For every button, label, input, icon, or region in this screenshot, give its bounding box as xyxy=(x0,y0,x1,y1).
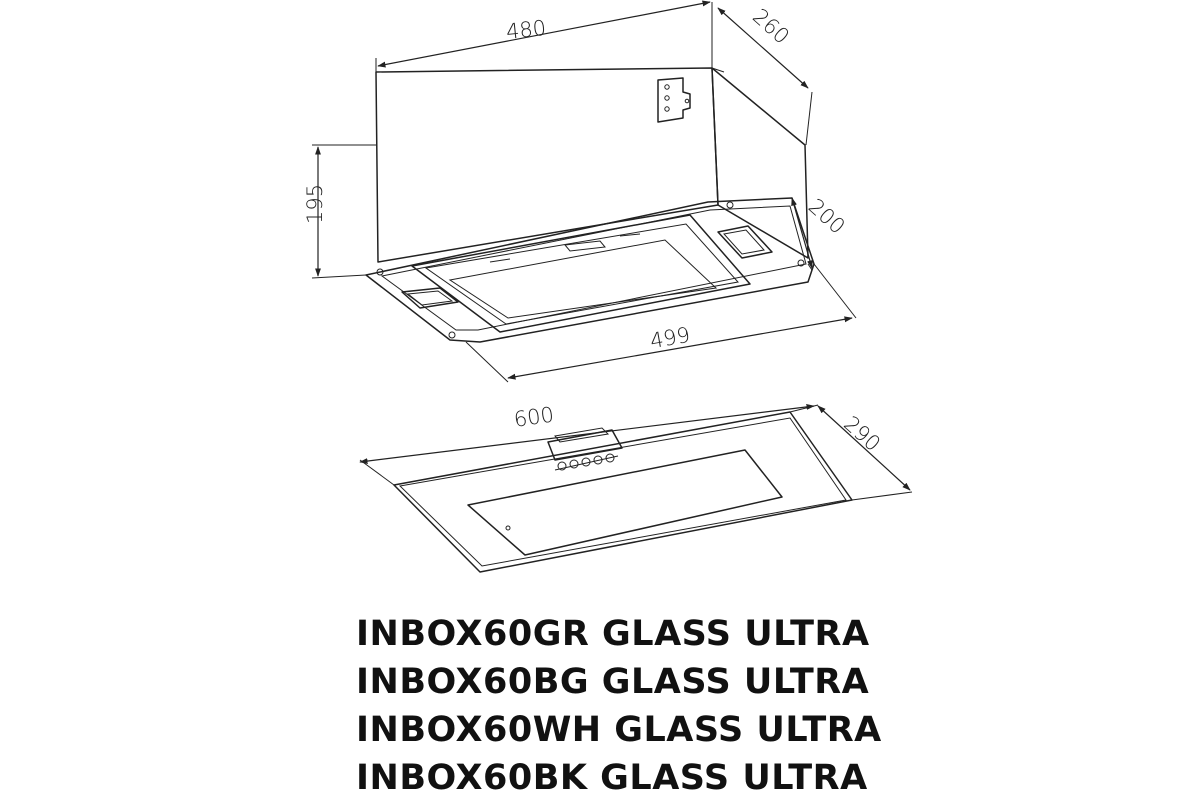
dim-label-480: 480 xyxy=(505,16,547,44)
model-name: INBOX60BK GLASS ULTRA xyxy=(356,758,868,798)
vent-right xyxy=(717,225,773,259)
vent-left xyxy=(401,287,459,309)
dim-label-499: 499 xyxy=(648,323,692,354)
model-name: INBOX60GR GLASS ULTRA xyxy=(356,614,870,654)
hood-frame xyxy=(365,197,815,343)
model-list: INBOX60GR GLASS ULTRA INBOX60BG GLASS UL… xyxy=(356,610,916,802)
dim-label-200: 200 xyxy=(804,194,850,239)
mounting-bracket xyxy=(657,77,691,123)
dimension-lines xyxy=(311,0,913,501)
model-name: INBOX60WH GLASS ULTRA xyxy=(356,710,882,750)
model-name: INBOX60BG GLASS ULTRA xyxy=(356,662,870,702)
dim-label-260: 260 xyxy=(748,4,794,49)
dim-label-600: 600 xyxy=(512,402,555,431)
glass-panel xyxy=(393,411,853,573)
dim-label-195: 195 xyxy=(303,184,327,224)
dim-label-290: 290 xyxy=(839,411,885,456)
